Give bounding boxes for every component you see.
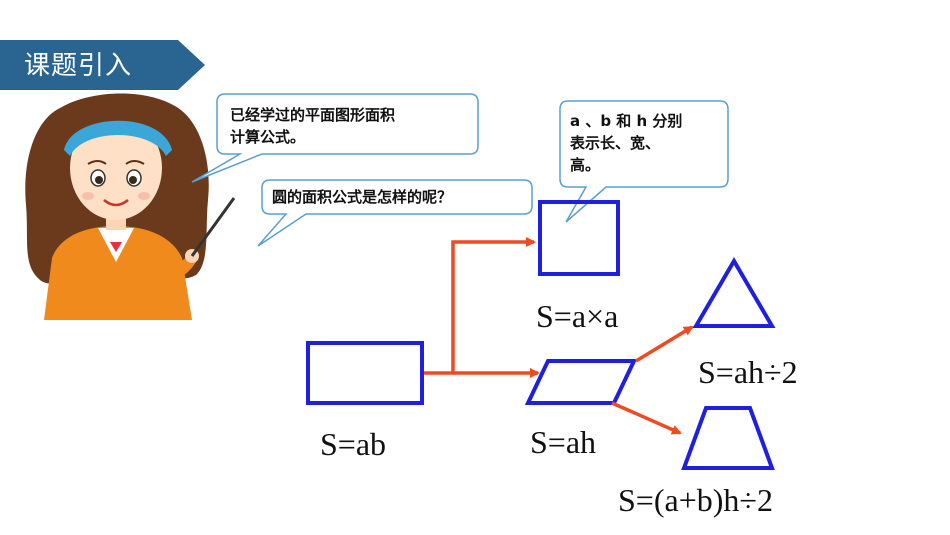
page-title: 课题引入	[24, 51, 133, 81]
parallelogram-shape	[524, 359, 638, 405]
note-speech-bubble	[559, 100, 729, 223]
parallelogram-formula: S=ah	[530, 424, 597, 460]
rectangle-shape	[306, 341, 424, 405]
note-line-3: 高。	[570, 156, 601, 174]
intro-line-1: 已经学过的平面图形面积	[230, 106, 396, 124]
square-shape	[538, 200, 620, 276]
note-line-2: 表示长、宽、	[570, 134, 661, 152]
arrow-to-triangle	[635, 325, 694, 363]
triangle-shape	[692, 257, 776, 328]
teacher-illustration	[25, 93, 236, 320]
note-line-1: a 、b 和 h 分别	[570, 112, 683, 130]
question-speech-bubble	[257, 179, 533, 247]
triangle-formula: S=ah÷2	[698, 354, 798, 390]
title-banner	[0, 40, 205, 90]
rectangle-formula: S=ab	[320, 426, 387, 462]
question-text: 圆的面积公式是怎样的呢？	[272, 188, 453, 206]
note-bubble-text: a 、b 和 h 分别 表示长、宽、 高。	[570, 110, 682, 176]
trapezoid-shape	[681, 406, 775, 470]
square-formula: S=a×a	[536, 298, 619, 334]
trapezoid-formula: S=(a+b)h÷2	[618, 482, 773, 518]
arrow-to-square	[424, 237, 536, 375]
intro-line-2: 计算公式。	[230, 128, 306, 146]
intro-speech-bubble	[191, 93, 479, 183]
intro-bubble-text: 已经学过的平面图形面积 计算公式。	[230, 104, 395, 148]
arrow-to-trapezoid	[611, 401, 682, 435]
